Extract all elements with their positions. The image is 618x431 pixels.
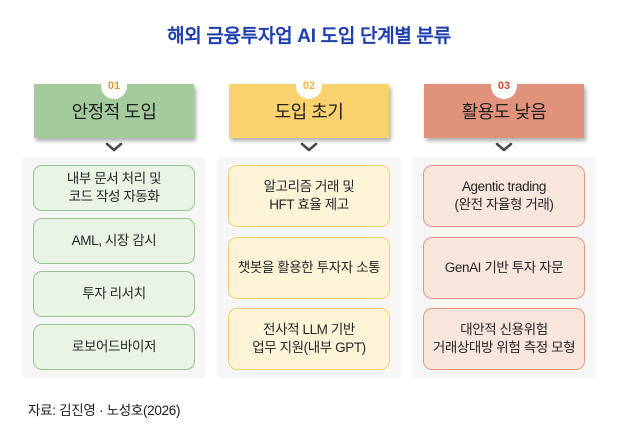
stage-columns: 01 안정적 도입 내부 문서 처리 및 코드 작성 자동화 AML, 시장 감… [22, 73, 596, 378]
stage-header-1: 01 안정적 도입 [34, 73, 194, 138]
stage-item: 투자 리서치 [33, 271, 195, 317]
page-title: 해외 금융투자업 AI 도입 단계별 분류 [167, 26, 451, 47]
stage-column-3: 03 활용도 낮음 Agentic trading (완전 자율형 거래) Ge… [412, 73, 596, 378]
stage-item: 전사적 LLM 기반 업무 지원(내부 GPT) [228, 308, 390, 370]
stage-column-2: 02 도입 초기 알고리즘 거래 및 HFT 효율 제고 챗봇을 활용한 투자자… [217, 73, 401, 378]
stage-number-badge-3: 03 [491, 73, 517, 99]
source-note: 자료: 김진영 · 노성호(2026) [28, 403, 181, 418]
stage-column-1: 01 안정적 도입 내부 문서 처리 및 코드 작성 자동화 AML, 시장 감… [22, 73, 206, 378]
stage-label-2: 도입 초기 [274, 102, 344, 122]
stage-item: AML, 시장 감시 [33, 218, 195, 264]
stage-label-3: 활용도 낮음 [461, 102, 547, 122]
chevron-down-icon [300, 142, 318, 152]
stage-label-1: 안정적 도입 [71, 102, 157, 122]
stage-number-badge-1: 01 [101, 73, 127, 99]
stage-item: GenAI 기반 투자 자문 [423, 236, 585, 299]
stage-panel-2: 알고리즘 거래 및 HFT 효율 제고 챗봇을 활용한 투자자 소통 전사적 L… [217, 157, 401, 378]
stage-item: 로보어드바이저 [33, 324, 195, 370]
stage-item: Agentic trading (완전 자율형 거래) [423, 165, 585, 227]
stage-header-2: 02 도입 초기 [229, 73, 389, 138]
stage-item: 내부 문서 처리 및 코드 작성 자동화 [33, 165, 195, 211]
chevron-down-icon [105, 142, 123, 152]
stage-item: 알고리즘 거래 및 HFT 효율 제고 [228, 165, 390, 227]
stage-item: 챗봇을 활용한 투자자 소통 [228, 236, 390, 299]
stage-header-3: 03 활용도 낮음 [424, 73, 584, 138]
stage-panel-3: Agentic trading (완전 자율형 거래) GenAI 기반 투자 … [412, 157, 596, 378]
chevron-down-icon [495, 142, 513, 152]
stage-panel-1: 내부 문서 처리 및 코드 작성 자동화 AML, 시장 감시 투자 리서치 로… [22, 157, 206, 378]
stage-number-badge-2: 02 [296, 73, 322, 99]
stage-item: 대안적 신용위험 거래상대방 위험 측정 모형 [423, 308, 585, 370]
